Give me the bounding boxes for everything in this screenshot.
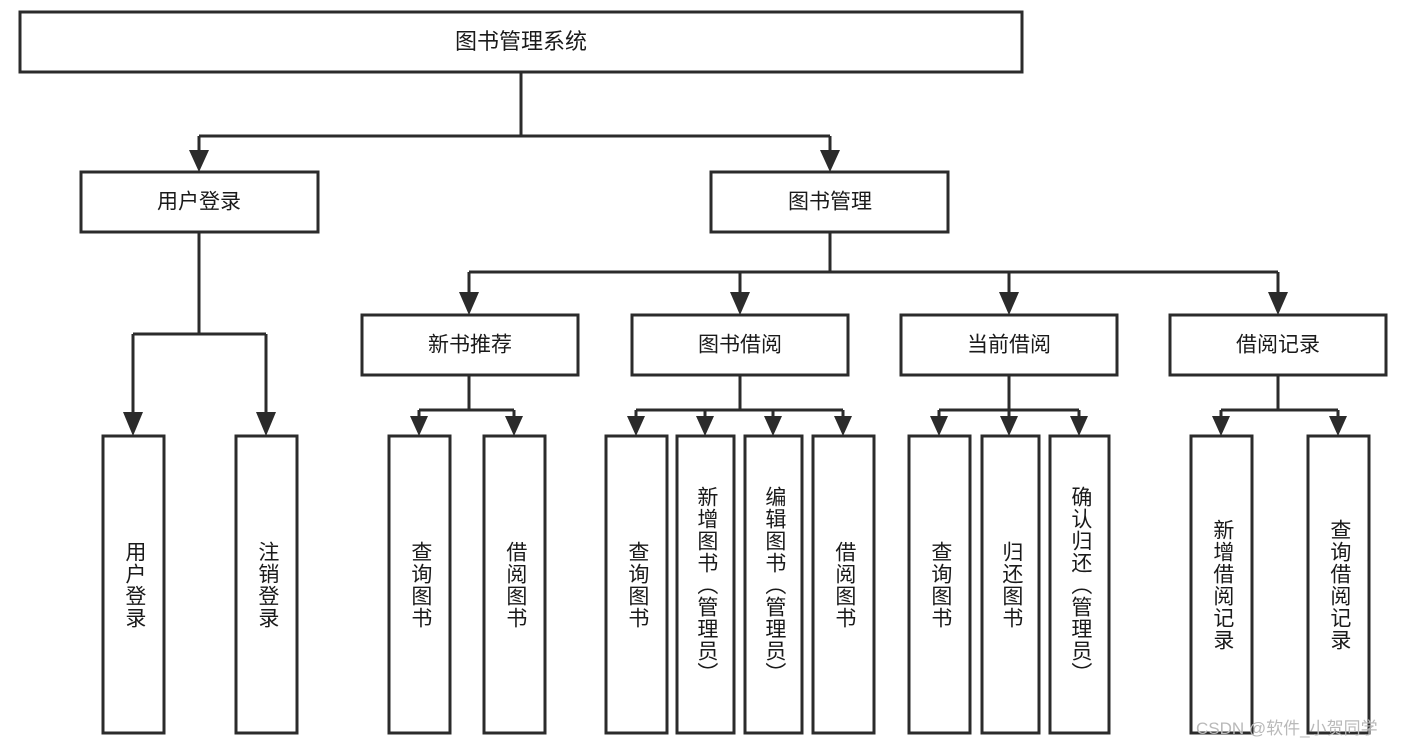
- leaf-label-current-borrow-2: 归还图书: [999, 540, 1023, 629]
- arrow-icon-user-login: [189, 150, 209, 172]
- leaf-label-book-borrow-1: 查询图书: [625, 540, 649, 629]
- leaf-box-new-book-1[interactable]: [387, 434, 452, 735]
- leaf-box-new-book-2[interactable]: [482, 434, 547, 735]
- leaf-boxes-book-borrow: [604, 434, 876, 735]
- node-book-borrow-label: 图书借阅: [698, 334, 782, 357]
- node-book-management[interactable]: 图书管理: [709, 170, 950, 234]
- leaf-label-borrow-record-2: 查询借阅记录: [1327, 518, 1351, 651]
- node-new-book-recommend-label: 新书推荐: [428, 334, 512, 357]
- node-book-borrow[interactable]: 图书借阅: [630, 313, 850, 377]
- node-user-login-label: 用户登录: [157, 191, 241, 214]
- arrow-icon-bookborrow-leaf-3: [764, 416, 782, 436]
- arrow-icon-currentborrow-leaf-2: [1000, 416, 1018, 436]
- node-root-label: 图书管理系统: [455, 29, 587, 54]
- leaf-box-user-login-1[interactable]: [101, 434, 166, 735]
- arrow-icon-currentborrow-leaf-1: [930, 416, 948, 436]
- leaf-box-current-borrow-1[interactable]: [907, 434, 972, 735]
- node-current-borrow-label: 当前借阅: [967, 334, 1051, 357]
- leaf-label-borrow-record-1: 新增借阅记录: [1210, 518, 1234, 651]
- leaf-label-book-borrow-4: 借阅图书: [832, 540, 856, 629]
- arrow-icon-newbook-leaf-2: [505, 416, 523, 436]
- node-root-box: [18, 10, 1024, 74]
- leaf-box-current-borrow-3[interactable]: [1048, 434, 1111, 735]
- node-book-borrow-box: [630, 313, 850, 377]
- arrow-icon-bookborrow-leaf-1: [627, 416, 645, 436]
- arrow-icon-bookborrow-leaf-4: [834, 416, 852, 436]
- leaf-label-new-book-1: 查询图书: [408, 540, 432, 629]
- arrow-icon-currentborrow-leaf-3: [1070, 416, 1088, 436]
- leaf-label-current-borrow-1: 查询图书: [928, 540, 952, 629]
- leaf-box-current-borrow-2[interactable]: [980, 434, 1041, 735]
- leaf-box-book-borrow-4[interactable]: [811, 434, 876, 735]
- node-borrow-record-label: 借阅记录: [1236, 334, 1320, 357]
- arrow-icon-bookborrow-leaf-2: [696, 416, 714, 436]
- node-borrow-record-box: [1168, 313, 1388, 377]
- arrow-icon-book-mgmt: [820, 150, 840, 172]
- node-root-book-management-system[interactable]: 图书管理系统: [18, 10, 1024, 74]
- arrow-icon-login-leaf-1: [123, 412, 143, 436]
- node-new-book-recommend-box: [360, 313, 580, 377]
- leaf-label-user-login-2: 注销登录: [255, 540, 279, 629]
- arrow-icon-login-leaf-2: [256, 412, 276, 436]
- leaf-label-current-borrow-3: 确认归还（管理员）: [1068, 485, 1092, 684]
- node-borrow-record[interactable]: 借阅记录: [1168, 313, 1388, 377]
- arrow-icon-borrowrecord-leaf-2: [1329, 416, 1347, 436]
- arrow-icon-newbook-leaf-1: [410, 416, 428, 436]
- leaf-box-borrow-record-2[interactable]: [1306, 434, 1371, 735]
- leaf-box-borrow-record-1[interactable]: [1189, 434, 1254, 735]
- node-current-borrow[interactable]: 当前借阅: [899, 313, 1119, 377]
- arrow-icon-book-borrow: [730, 292, 750, 315]
- leaf-label-book-borrow-3: 编辑图书（管理员）: [762, 485, 786, 684]
- leaf-box-book-borrow-2[interactable]: [675, 434, 736, 735]
- node-user-login-box: [79, 170, 320, 234]
- leaf-boxes-current-borrow: [907, 434, 1111, 735]
- leaf-boxes-new-book-recommend: [387, 434, 547, 735]
- leaf-boxes-user-login: [101, 434, 299, 735]
- node-new-book-recommend[interactable]: 新书推荐: [360, 313, 580, 377]
- leaf-boxes-borrow-record: [1189, 434, 1371, 735]
- arrow-heads: [123, 150, 1347, 436]
- node-user-login[interactable]: 用户登录: [79, 170, 320, 234]
- leaf-box-book-borrow-1[interactable]: [604, 434, 669, 735]
- leaf-label-user-login-1: 用户登录: [122, 540, 146, 629]
- csdn-watermark: CSDN @软件_小贺同学: [1196, 719, 1378, 738]
- leaf-box-book-borrow-3[interactable]: [743, 434, 804, 735]
- node-current-borrow-box: [899, 313, 1119, 377]
- arrow-icon-borrowrecord-leaf-1: [1212, 416, 1230, 436]
- leaf-label-new-book-2: 借阅图书: [503, 540, 527, 629]
- leaf-label-book-borrow-2: 新增图书（管理员）: [694, 485, 718, 684]
- node-book-management-box: [709, 170, 950, 234]
- arrow-icon-new-book: [459, 292, 479, 315]
- arrow-icon-current-borrow: [999, 292, 1019, 315]
- leaf-box-user-login-2[interactable]: [234, 434, 299, 735]
- arrow-icon-borrow-record: [1268, 292, 1288, 315]
- node-book-management-label: 图书管理: [788, 191, 872, 214]
